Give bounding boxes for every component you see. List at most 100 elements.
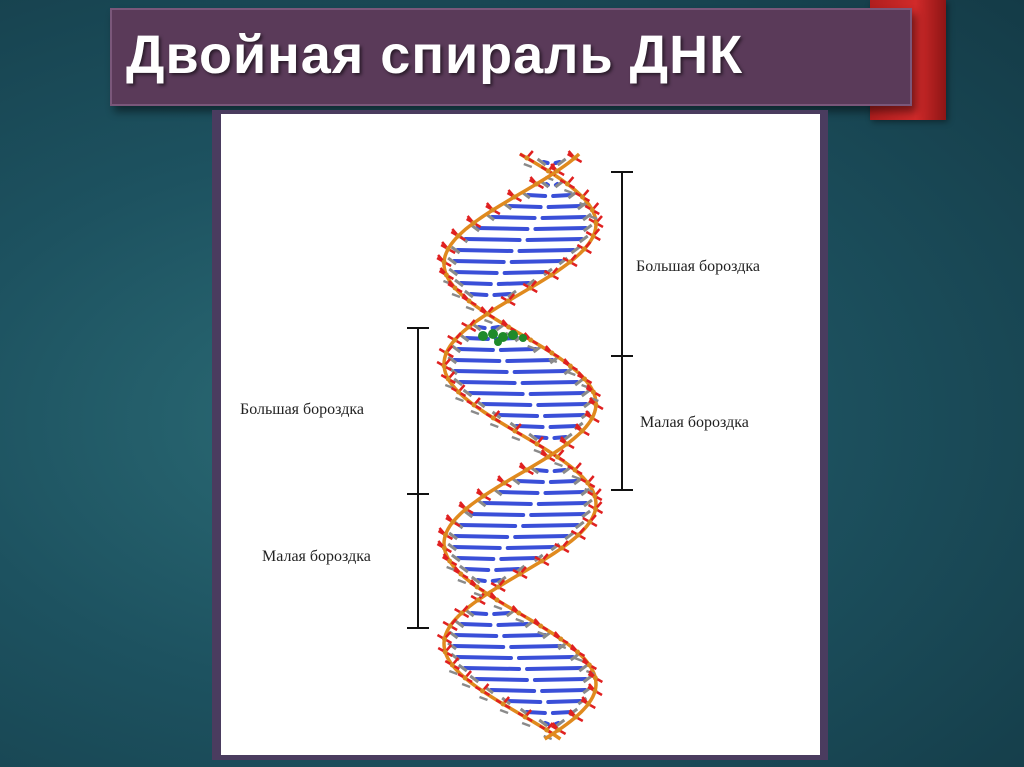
sugar [453,377,464,387]
base-pair [453,534,510,539]
sugar [574,377,585,387]
sugar [489,422,499,429]
phosphorus-atom [592,493,598,499]
base-pair [543,490,586,495]
ligand-molecule [478,329,527,346]
sugar [525,278,536,288]
base-pair [475,226,530,231]
phosphorus-atom [441,363,447,369]
base-pair [468,292,489,297]
label-major-groove-right: Большая бороздка [636,258,760,275]
phosphorus-atom [590,389,596,395]
sugar [446,565,456,572]
base-pair [452,545,502,550]
base-pair [452,358,502,363]
phosphorus-atom [443,350,449,356]
phosphorus-atom [581,246,587,252]
base-pair [512,369,569,374]
base-pair [452,259,506,264]
sugar [496,575,507,585]
phosphorus-atom [585,480,591,486]
dna-helix [436,150,604,741]
phosphorus-atom [590,233,596,239]
phosphorus-atom [555,454,561,460]
phosphorus-atom [538,623,544,629]
phosphorus-atom [589,207,595,213]
phosphorus-atom [466,298,472,304]
phosphorus-atom [471,402,477,408]
sugar [454,619,465,629]
sugar [447,542,458,552]
sugar [450,245,461,255]
sugar [464,608,475,618]
base-pair [517,248,576,253]
base-pair [546,699,583,704]
sugar [570,245,581,255]
sugar [578,234,589,244]
sugar [479,695,488,702]
sugar [457,578,467,585]
phosphorus-atom [544,727,550,733]
base-pair [499,556,539,561]
sugar [465,305,475,312]
phosphorus-atom [554,168,560,174]
sugar [566,370,576,377]
phosphorus-atom [593,402,599,408]
sugar [581,509,591,519]
right-groove-brackets [611,171,633,491]
phosphorus-atom [455,233,461,239]
base-pair [489,688,537,693]
phosphorus-atom [505,298,511,304]
phosphorus-atom [481,493,487,499]
phosphorus-atom [456,389,462,395]
phosphorus-atom [517,571,523,577]
phosphorus-atom [452,285,458,291]
base-pair [455,248,514,253]
sugar [582,223,593,233]
base-pair [505,358,555,363]
phosphorus-atom [579,194,585,200]
phosphorus-atom [572,467,578,473]
sugar [567,190,578,200]
phosphorus-atom [539,558,545,564]
base-pair [548,479,579,484]
phosphorus-atom [575,649,581,655]
phosphorus-atom [475,597,481,603]
phosphorus-atom [462,675,468,681]
phosphorus-atom [445,376,451,382]
sugar [563,366,574,376]
phosphorus-atom [545,454,551,460]
phosphorus-atom [593,220,599,226]
base-pair [463,567,491,572]
base-pair [525,193,548,198]
sugar [462,388,473,398]
base-pair [496,413,540,418]
base-pair [532,677,588,682]
phosphorus-atom [592,688,598,694]
base-pair [455,556,496,561]
sugar [528,432,539,442]
base-pair [514,424,545,429]
dna-helix-diagram [407,150,633,741]
phosphorus-atom [567,259,573,265]
sugar [584,487,594,494]
base-pair [552,435,568,440]
phosphorus-atom [572,155,578,161]
sugar [454,278,464,288]
phosphorus-atom [441,636,447,642]
base-pair [490,215,537,220]
base-pair [551,193,573,198]
sugar [557,643,567,650]
base-pair [496,622,530,627]
phosphorus-atom [586,662,592,668]
base-pair [476,325,487,330]
sugar [455,396,464,403]
base-pair [468,512,526,517]
sugar [470,575,481,585]
phosphorus-atom [592,675,598,681]
phosphorus-atom [466,324,472,330]
sugar [447,256,458,266]
sugar [457,663,468,673]
base-pair [502,633,547,638]
phosphorus-atom [585,701,591,707]
